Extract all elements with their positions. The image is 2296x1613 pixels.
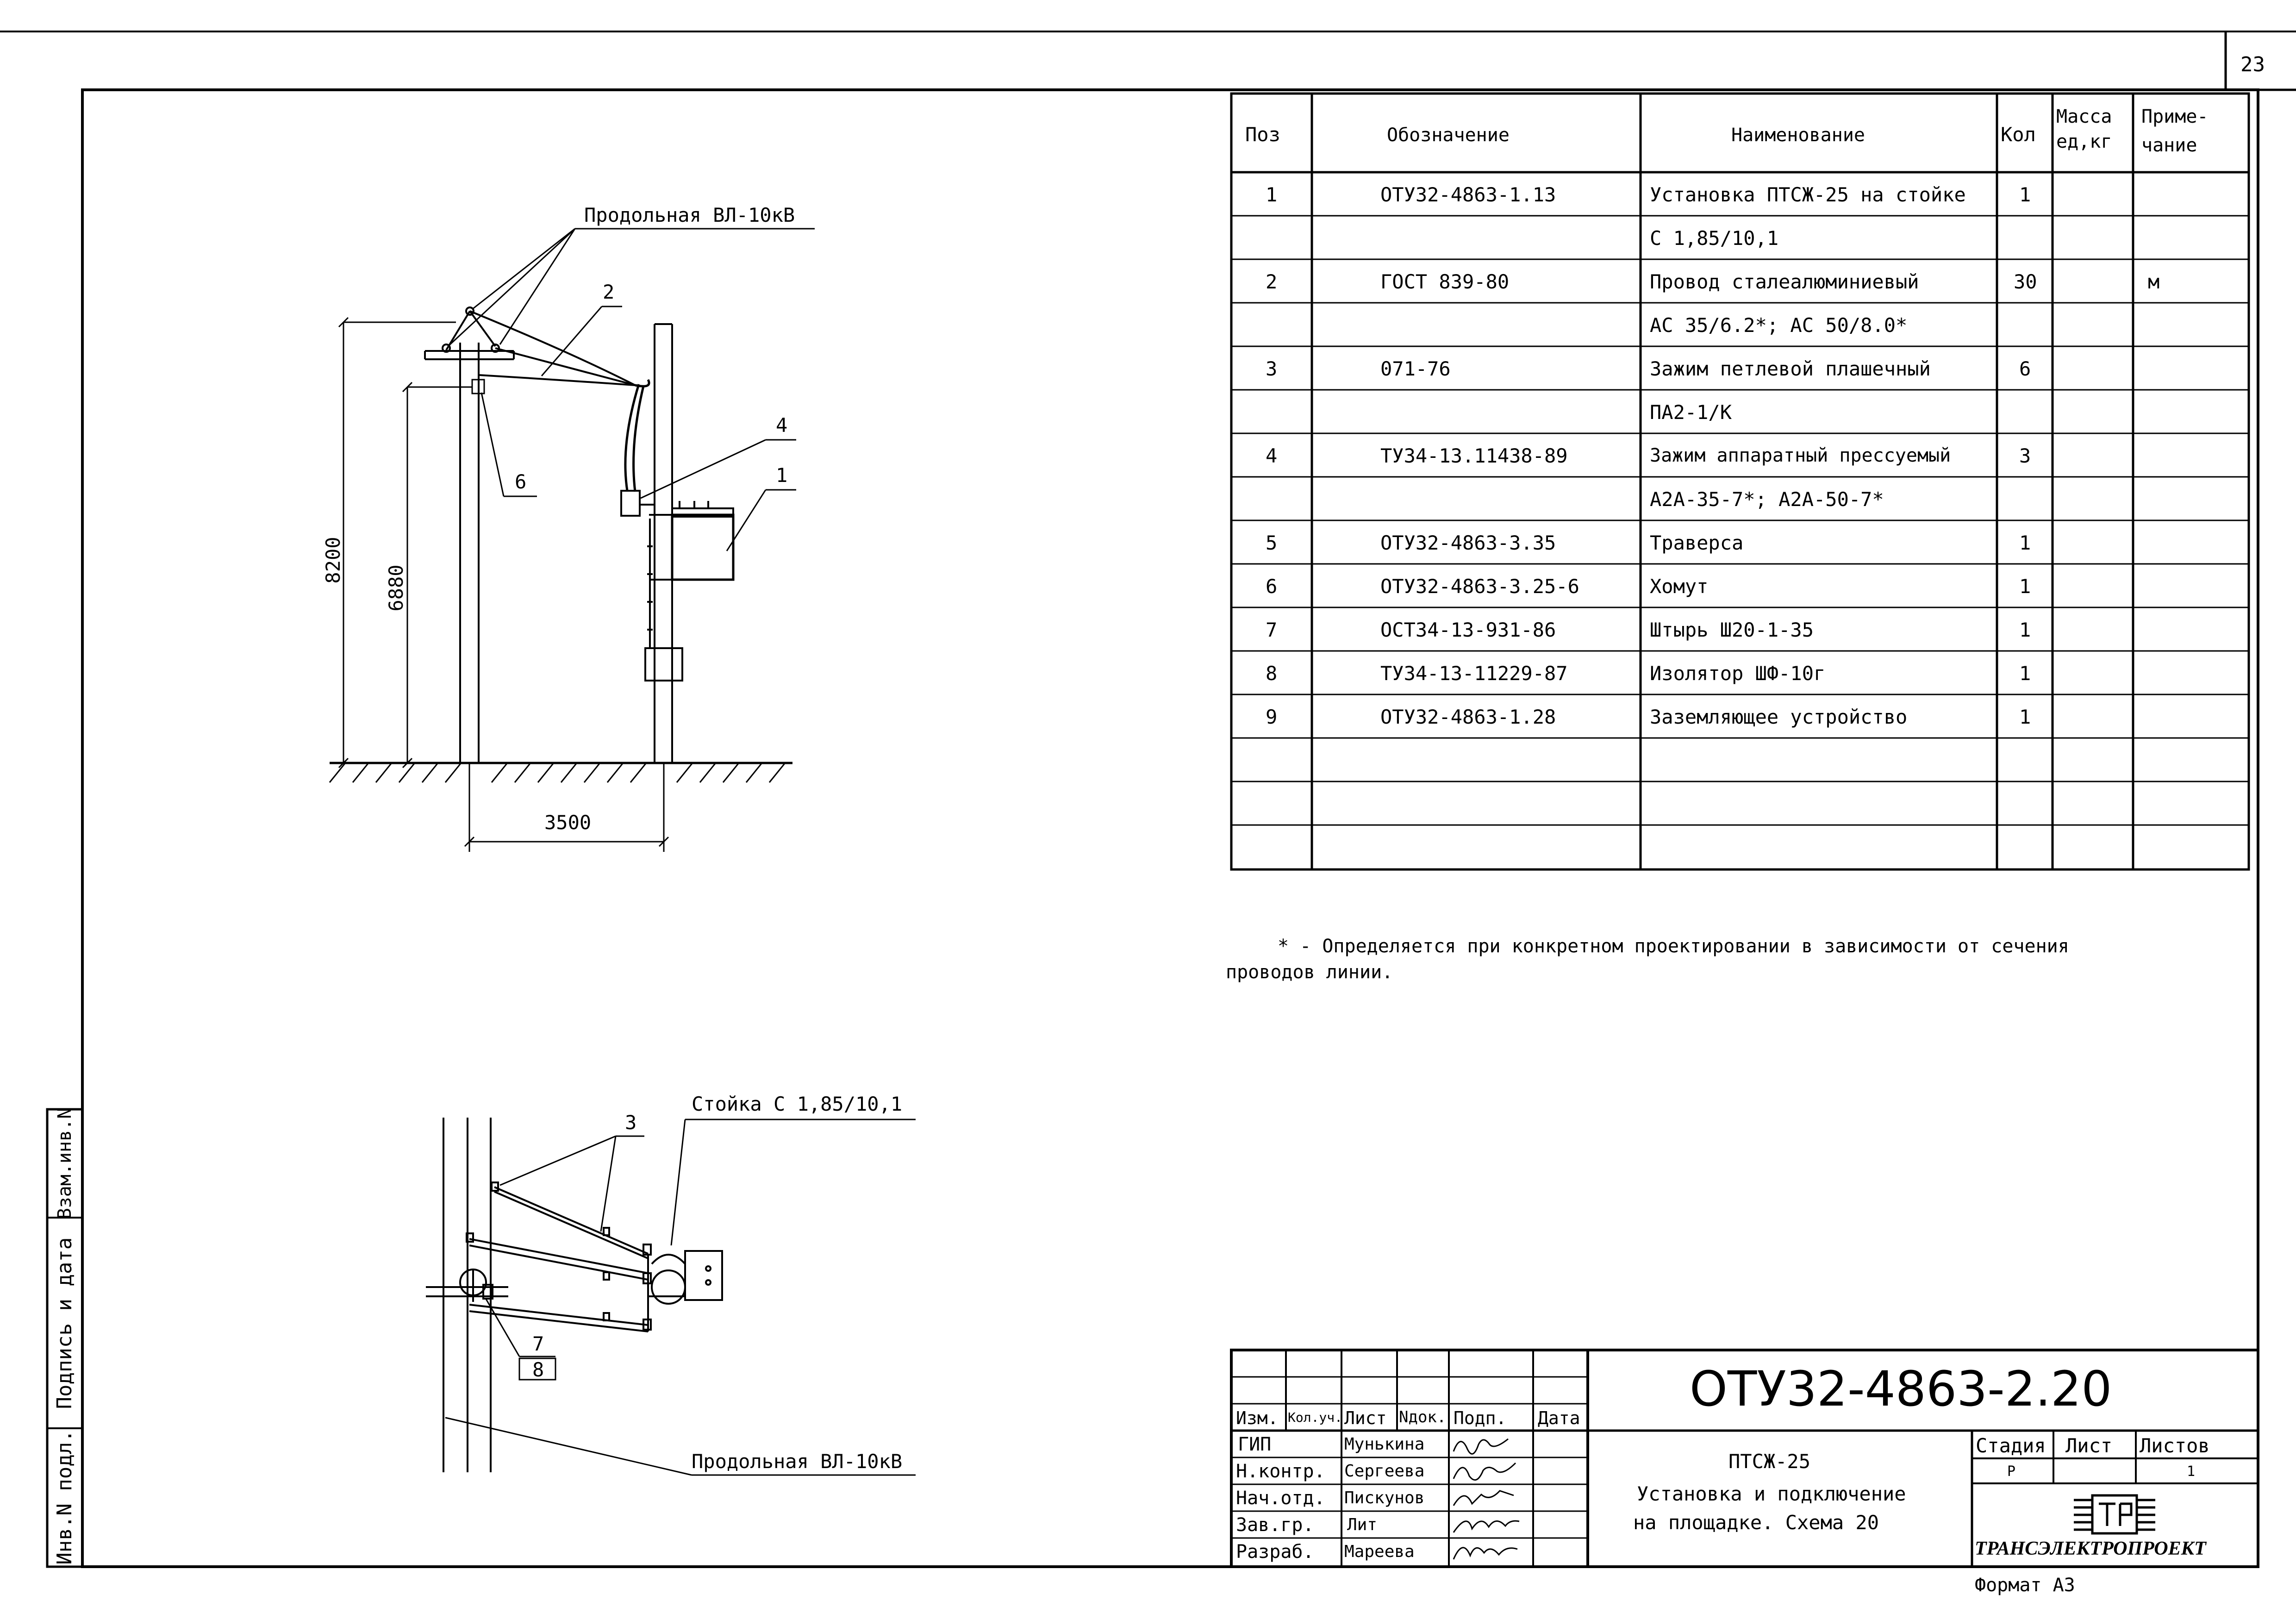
cell-pos: 6	[1266, 575, 1278, 598]
role-name: Сергеева	[1344, 1462, 1425, 1481]
title-line-3: на площадке. Схема 20	[1633, 1511, 1879, 1534]
cell-name: Зажим петлевой плашечный	[1650, 357, 1931, 380]
cell-designation: ТУ34-13.11438-89	[1380, 444, 1568, 467]
footnote-line-2: проводов линии.	[1226, 962, 1393, 983]
cell-qty: 30	[2014, 270, 2037, 293]
callout-8: 8	[532, 1358, 544, 1381]
cell-designation: ОТУ32-4863-3.35	[1380, 531, 1556, 554]
callout-7: 7	[532, 1332, 544, 1355]
cell-designation: ОТУ32-4863-3.25-6	[1380, 575, 1579, 598]
head-change: Изм.	[1236, 1408, 1279, 1428]
role-name: Пискунов	[1344, 1488, 1425, 1507]
sheets-value: 1	[2187, 1463, 2196, 1480]
cell-name: Заземляющее устройство	[1650, 706, 1908, 728]
cell-name: Зажим аппаратный прессуемый	[1650, 445, 1951, 466]
signatures	[1453, 1438, 1520, 1560]
cell-name: А2А-35-7*; А2А-50-7*	[1650, 488, 1884, 511]
stage-value: Р	[2007, 1463, 2016, 1480]
role-label: Разраб.	[1236, 1541, 1314, 1563]
cell-name: Установка ПТСЖ-25 на стойке	[1650, 183, 1966, 206]
sheets-label: Листов	[2140, 1434, 2210, 1457]
head-signature: Подп.	[1454, 1408, 1507, 1428]
company-name: ТРАНСЭЛЕКТРОПРОЕКТ	[1975, 1538, 2206, 1559]
cell-qty: 1	[2019, 531, 2031, 554]
sheet-number: 23	[2240, 53, 2265, 76]
cell-qty: 3	[2019, 444, 2031, 467]
cell-name: С 1,85/10,1	[1650, 227, 1779, 250]
callout-2: 2	[603, 281, 615, 303]
role-name: Мунькина	[1344, 1435, 1425, 1454]
cell-designation: ТУ34-13-11229-87	[1380, 662, 1568, 685]
header-note-2: чание	[2141, 135, 2197, 156]
callout-6: 6	[515, 470, 527, 493]
callout-3: 3	[625, 1111, 637, 1134]
cell-pos: 1	[1266, 183, 1278, 206]
label-post-type: Стойка С 1,85/10,1	[692, 1093, 903, 1115]
paper-format: Формат А3	[1975, 1575, 2075, 1596]
cell-name: Изолятор ШФ-10г	[1650, 662, 1826, 685]
dim-span: 3500	[544, 811, 592, 834]
cell-qty: 1	[2019, 575, 2031, 598]
cell-designation: ОТУ32-4863-1.13	[1380, 183, 1556, 206]
header-qty: Кол	[2001, 123, 2036, 146]
callout-4: 4	[776, 414, 788, 437]
role-label: Зав.гр.	[1236, 1514, 1314, 1536]
head-date: Дата	[1538, 1408, 1580, 1428]
cell-name: Траверса	[1650, 531, 1744, 554]
cell-pos: 7	[1266, 619, 1278, 641]
cell-pos: 3	[1266, 357, 1278, 380]
cell-note: м	[2148, 270, 2160, 293]
cell-qty: 1	[2019, 706, 2031, 728]
document-code: ОТУ32-4863-2.20	[1690, 1361, 2112, 1417]
cell-qty: 6	[2019, 357, 2031, 380]
role-name: Лит	[1347, 1515, 1378, 1534]
cell-pos: 5	[1266, 531, 1278, 554]
header-name: Наименование	[1731, 125, 1865, 146]
cell-designation: ГОСТ 839-80	[1380, 270, 1510, 293]
sheet-label: Лист	[2065, 1434, 2113, 1457]
title-line-1: ПТСЖ-25	[1728, 1450, 1811, 1473]
cell-designation: ОТУ32-4863-1.28	[1380, 706, 1556, 728]
header-pos: Поз	[1245, 123, 1280, 146]
header-mass-1: Масса	[2056, 106, 2112, 127]
role-label: ГИП	[1238, 1434, 1272, 1455]
cell-name: Хомут	[1650, 575, 1709, 598]
cell-pos: 8	[1266, 662, 1278, 685]
cell-name: АС 35/6.2*; АС 50/8.0*	[1650, 314, 1908, 337]
head-sheet: Лист	[1344, 1408, 1387, 1428]
header-mass-2: ед,кг	[2056, 131, 2112, 152]
cell-qty: 1	[2019, 662, 2031, 685]
role-name: Мареева	[1344, 1542, 1415, 1561]
label-longitudinal-line-bottom: Продольная ВЛ-10кВ	[692, 1450, 903, 1473]
title-line-2: Установка и подключение	[1637, 1482, 1906, 1505]
head-count: Кол.уч.	[1288, 1410, 1343, 1425]
footnote-line-1: * - Определяется при конкретном проектир…	[1278, 936, 2069, 957]
label-longitudinal-line-top: Продольная ВЛ-10кВ	[584, 204, 795, 226]
cell-qty: 1	[2019, 619, 2031, 641]
cell-qty: 1	[2019, 183, 2031, 206]
role-label: Нач.отд.	[1236, 1488, 1325, 1509]
head-doc: Nдок.	[1399, 1408, 1447, 1426]
cell-name: Провод сталеалюминиевый	[1650, 270, 1919, 293]
cell-designation: 071-76	[1380, 357, 1451, 380]
cell-designation: ОСТ34-13-931-86	[1380, 619, 1556, 641]
cell-name: Штырь Ш20-1-35	[1650, 619, 1814, 641]
cell-pos: 2	[1266, 270, 1278, 293]
header-designation: Обозначение	[1387, 125, 1510, 146]
stage-label: Стадия	[1976, 1434, 2046, 1457]
cell-pos: 4	[1266, 444, 1278, 467]
role-label: Н.контр.	[1236, 1461, 1325, 1482]
cell-name: ПА2-1/К	[1650, 401, 1732, 424]
header-note-1: Приме-	[2141, 106, 2209, 127]
cell-pos: 9	[1266, 706, 1278, 728]
callout-1: 1	[776, 464, 788, 487]
company-logo-icon	[2074, 1494, 2155, 1535]
